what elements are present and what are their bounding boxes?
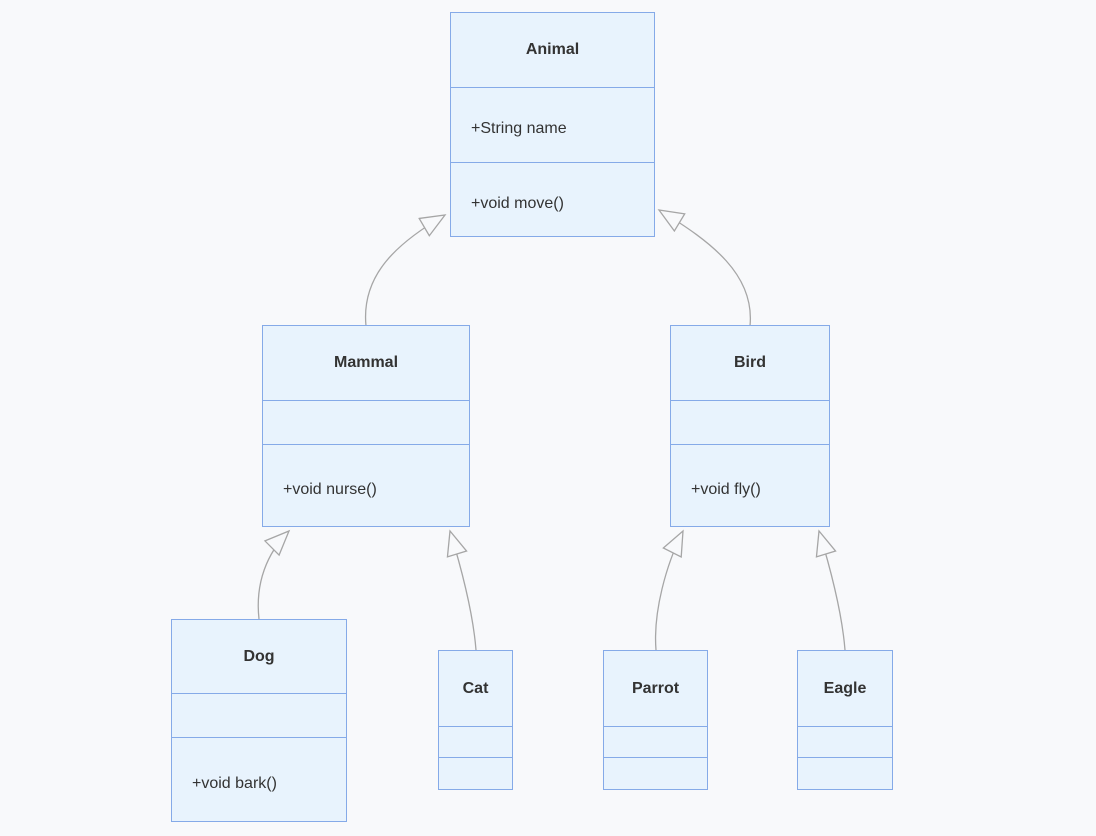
class-methods bbox=[439, 757, 512, 789]
class-method: +void nurse() bbox=[283, 480, 377, 498]
inheritance-arrow-dog-mammal bbox=[257, 529, 291, 620]
class-box-mammal: Mammal +void nurse() bbox=[262, 325, 470, 527]
inheritance-arrow-bird-animal bbox=[657, 209, 751, 327]
class-attributes bbox=[263, 400, 469, 444]
class-methods: +void fly() bbox=[671, 444, 829, 526]
class-title: Dog bbox=[243, 647, 275, 665]
class-box-bird: Bird +void fly() bbox=[670, 325, 830, 527]
class-attributes bbox=[172, 693, 346, 737]
class-title: Eagle bbox=[823, 679, 867, 697]
class-box-cat: Cat bbox=[438, 650, 513, 790]
class-title: Bird bbox=[734, 354, 766, 371]
class-methods: +void move() bbox=[451, 162, 654, 236]
class-title: Mammal bbox=[333, 354, 399, 371]
class-title: Cat bbox=[462, 679, 489, 697]
class-box-animal: Animal +String name +void move() bbox=[450, 12, 655, 237]
class-title: Animal bbox=[525, 41, 580, 58]
class-box-eagle: Eagle bbox=[797, 650, 893, 790]
class-attributes bbox=[671, 400, 829, 444]
class-box-dog: Dog +void bark() bbox=[171, 619, 347, 822]
class-title: Parrot bbox=[631, 679, 680, 697]
inheritance-arrow-eagle-bird bbox=[815, 529, 846, 651]
class-attributes bbox=[798, 726, 892, 757]
class-method: +void fly() bbox=[691, 480, 761, 498]
class-methods: +void bark() bbox=[172, 737, 346, 821]
class-methods bbox=[798, 757, 892, 789]
inheritance-arrow-cat-mammal bbox=[446, 529, 477, 651]
class-attribute: +String name bbox=[471, 120, 567, 137]
class-attributes bbox=[604, 726, 707, 757]
inheritance-arrow-mammal-animal bbox=[364, 214, 447, 327]
class-methods: +void nurse() bbox=[263, 444, 469, 526]
class-box-parrot: Parrot bbox=[603, 650, 708, 790]
class-attributes: +String name bbox=[451, 87, 654, 162]
class-methods bbox=[604, 757, 707, 789]
class-method: +void bark() bbox=[192, 774, 277, 792]
class-method: +void move() bbox=[471, 194, 564, 212]
class-attributes bbox=[439, 726, 512, 757]
inheritance-arrow-parrot-bird bbox=[654, 529, 684, 651]
